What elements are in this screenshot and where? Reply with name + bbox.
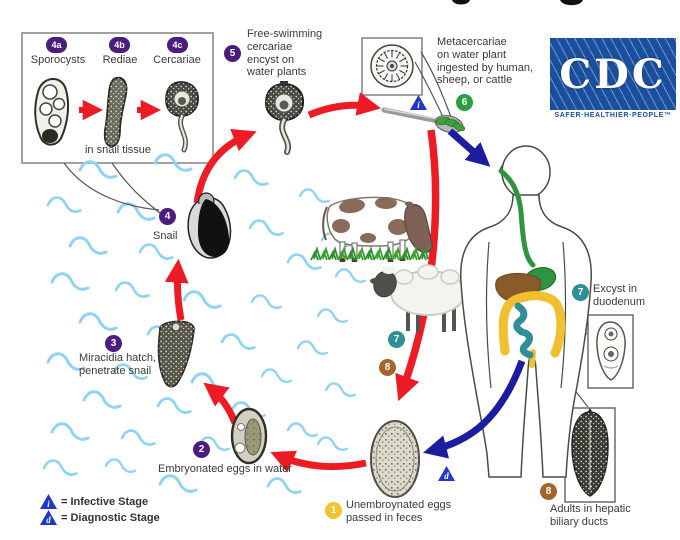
wave-mark bbox=[116, 202, 156, 221]
wave-mark bbox=[46, 196, 82, 213]
snail-drawing bbox=[187, 192, 232, 259]
legend-infective-label: = Infective Stage bbox=[61, 496, 149, 508]
stage-badge-4a: 4a bbox=[46, 37, 67, 53]
wave-mark bbox=[286, 253, 322, 270]
stage-badge-3: 3 bbox=[105, 335, 122, 352]
label-stage-3: Miracidia hatch, penetrate snail bbox=[79, 352, 157, 377]
wave-mark bbox=[68, 236, 108, 255]
arrow-hosts-to-eggs bbox=[395, 129, 440, 402]
stage-badge-5: 5 bbox=[224, 45, 241, 62]
cdc-logo-letters: CDC bbox=[559, 50, 667, 98]
boxed-cercaria-drawing bbox=[165, 81, 199, 153]
label-cercariae: Cercariae bbox=[153, 54, 201, 66]
wave-mark bbox=[46, 352, 86, 371]
label-stage-1: Unembroynated eggs passed in feces bbox=[346, 499, 452, 524]
wave-mark bbox=[248, 219, 284, 236]
wave-mark bbox=[153, 153, 193, 172]
wave-mark bbox=[296, 340, 328, 356]
stage-badge-4: 4 bbox=[159, 208, 176, 225]
wave-mark bbox=[233, 169, 269, 186]
stage-badge-4b: 4b bbox=[109, 37, 130, 53]
label-stage-2: Embryonated eggs in water bbox=[158, 463, 292, 475]
wave-mark bbox=[138, 243, 174, 260]
label-rediae: Rediae bbox=[102, 54, 138, 66]
wave-mark bbox=[114, 281, 150, 298]
cdc-logo: CDC SAFER·HEALTHIER·PEOPLE™ bbox=[550, 38, 676, 119]
stage-badge-4c: 4c bbox=[167, 37, 188, 53]
label-stage-8: Adults in hepatic biliary ducts bbox=[550, 503, 631, 528]
wave-mark bbox=[50, 272, 90, 291]
wave-mark bbox=[112, 363, 148, 380]
label-stage-6: Metacercariae on water plant ingested by… bbox=[437, 36, 534, 87]
label-in-snail-tissue: in snail tissue bbox=[84, 144, 152, 156]
stage-badge-6: 6 bbox=[456, 94, 473, 111]
arrow-human-to-eggs bbox=[423, 359, 526, 459]
wave-mark bbox=[50, 422, 90, 441]
sporocyst-drawing bbox=[34, 78, 70, 146]
arrow-embryonated-to-miracidia bbox=[203, 382, 239, 425]
embryonated-egg-drawing bbox=[230, 407, 268, 465]
redia-drawing bbox=[103, 76, 128, 148]
wave-mark bbox=[182, 290, 222, 309]
wave-mark bbox=[220, 333, 256, 350]
arrow-egg-to-embryonated bbox=[270, 450, 367, 473]
grass bbox=[310, 245, 429, 261]
arrow-snail-to-cercariae bbox=[193, 128, 257, 204]
wave-mark bbox=[158, 474, 198, 493]
metacercaria-drawing bbox=[370, 44, 414, 88]
wave-mark bbox=[286, 422, 318, 438]
wave-mark bbox=[42, 459, 78, 476]
stage-badge-8: 8 bbox=[540, 483, 557, 500]
wave-mark bbox=[120, 429, 156, 446]
stage-badge-8-animals: 8 bbox=[379, 359, 396, 376]
wave-mark bbox=[78, 160, 118, 179]
sheep-drawing bbox=[370, 264, 466, 332]
wave-mark bbox=[298, 188, 330, 204]
wave-mark bbox=[316, 308, 348, 324]
red-cycle-arrows bbox=[79, 92, 382, 473]
stage-badge-2: 2 bbox=[193, 441, 210, 458]
cdc-logo-tagline: SAFER·HEALTHIER·PEOPLE™ bbox=[554, 112, 672, 119]
cow-drawing bbox=[310, 196, 433, 262]
wave-mark bbox=[198, 436, 230, 452]
wave-mark bbox=[78, 312, 118, 331]
adult-fluke-drawing bbox=[571, 407, 609, 497]
digestive-tract bbox=[495, 168, 566, 368]
excysted-fluke-drawing bbox=[596, 321, 626, 381]
unembryonated-egg-drawing bbox=[370, 420, 420, 498]
arrow-miracidia-to-snail bbox=[164, 258, 189, 321]
label-stage-7: Excyst in duodenum bbox=[593, 283, 645, 308]
wave-mark bbox=[260, 368, 292, 384]
wave-mark bbox=[104, 458, 136, 474]
free-swimming-cercaria-drawing bbox=[264, 81, 305, 155]
wave-mark bbox=[250, 294, 282, 310]
wave-mark bbox=[334, 268, 366, 284]
label-stage-5: Free-swimming cercariae encyst on water … bbox=[247, 28, 323, 79]
cropped-title-remnants bbox=[452, 0, 583, 6]
wave-mark bbox=[156, 397, 192, 414]
arrow-spoon-to-mouth bbox=[447, 128, 491, 167]
label-sporocysts: Sporocysts bbox=[30, 54, 86, 66]
cdc-logo-box: CDC bbox=[550, 38, 676, 110]
human-figure bbox=[459, 145, 593, 478]
wave-mark bbox=[324, 382, 356, 398]
water-waves bbox=[42, 153, 366, 494]
wave-mark bbox=[266, 477, 302, 494]
arrow-cercariae-to-plants bbox=[307, 92, 382, 119]
stage-badge-7: 7 bbox=[572, 284, 589, 301]
stage-badge-1: 1 bbox=[325, 502, 342, 519]
legend-diagnostic-label: = Diagnostic Stage bbox=[61, 512, 160, 524]
wave-mark bbox=[82, 390, 122, 409]
wave-mark bbox=[316, 436, 348, 452]
stage-badge-7-animals: 7 bbox=[388, 331, 405, 348]
spoon-with-plant bbox=[381, 107, 466, 134]
label-stage-4: Snail bbox=[153, 230, 178, 242]
miracidium-drawing bbox=[157, 320, 195, 388]
